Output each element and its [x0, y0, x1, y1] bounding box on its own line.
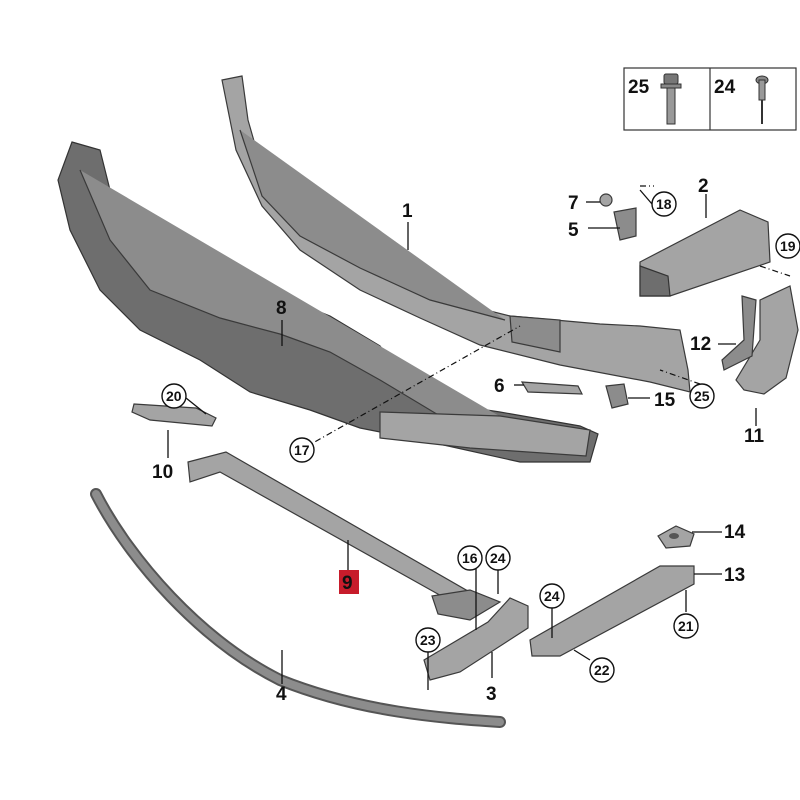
label-4: 4	[276, 684, 287, 705]
legend-number-24: 24	[714, 77, 736, 98]
label-3: 3	[486, 684, 497, 705]
circled-label-22: 22	[589, 657, 615, 683]
svg-text:21: 21	[678, 618, 694, 634]
bumper-carrier-beam	[221, 75, 691, 393]
clip-part-6	[520, 381, 583, 395]
label-11: 11	[744, 426, 765, 447]
svg-text:20: 20	[166, 388, 182, 404]
rivet-icon	[755, 75, 769, 124]
svg-text:17: 17	[294, 442, 310, 458]
circled-label-23: 23	[415, 627, 441, 653]
label-13: 13	[724, 565, 745, 586]
circled-label-24-a: 24	[485, 545, 511, 571]
fastener-legend: 25 24	[623, 67, 797, 131]
circled-label-19: 19	[775, 233, 800, 259]
label-9-highlight	[339, 570, 359, 594]
svg-text:18: 18	[656, 196, 672, 212]
dashed-lines	[303, 185, 791, 449]
svg-text:22: 22	[594, 662, 610, 678]
label-15: 15	[654, 390, 676, 411]
trim-strip-4	[90, 488, 506, 728]
bracket-part-2	[639, 209, 771, 297]
small-bracket-5	[599, 193, 637, 241]
svg-text:23: 23	[420, 632, 436, 648]
circled-label-25: 25	[689, 383, 715, 409]
svg-text:25: 25	[694, 388, 710, 404]
circled-label-16: 16	[457, 545, 483, 571]
bolt-icon	[660, 73, 682, 125]
circled-label-21: 21	[673, 613, 699, 639]
part-13-carrier	[529, 565, 695, 657]
label-12: 12	[690, 334, 711, 355]
label-9: 9	[342, 573, 353, 594]
part-3-carrier	[423, 597, 529, 681]
side-bracket-12	[721, 295, 757, 371]
cross-member-part-9	[187, 451, 502, 621]
svg-text:19: 19	[780, 238, 796, 254]
svg-text:24: 24	[490, 550, 506, 566]
leader-lines	[167, 189, 757, 690]
label-14: 14	[724, 522, 746, 543]
label-6: 6	[494, 376, 505, 397]
nut-plate-14	[657, 525, 695, 549]
label-10: 10	[152, 462, 173, 483]
circled-label-20: 20	[161, 383, 187, 409]
circled-label-18: 18	[651, 191, 677, 217]
clip-part-15	[605, 383, 629, 409]
svg-text:16: 16	[462, 550, 478, 566]
bracket-part-10	[131, 403, 217, 427]
svg-text:24: 24	[544, 588, 560, 604]
label-2: 2	[698, 176, 709, 197]
label-1: 1	[402, 201, 413, 222]
circled-label-17: 17	[289, 437, 315, 463]
legend-number-25: 25	[628, 77, 650, 98]
label-8: 8	[276, 298, 287, 319]
bumper-absorber	[57, 141, 599, 463]
label-7: 7	[568, 193, 579, 214]
circled-label-24-b: 24	[539, 583, 565, 609]
label-5: 5	[568, 220, 579, 241]
